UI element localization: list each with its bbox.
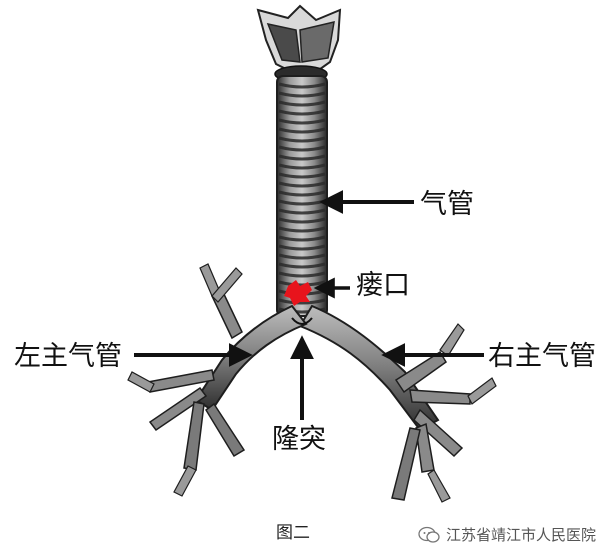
- watermark-text: 江苏省靖江市人民医院: [446, 526, 597, 544]
- trachea-ring: [278, 271, 326, 278]
- right-main-bronchus: [298, 304, 497, 503]
- carina-fork: [291, 317, 313, 325]
- trachea-ring: [278, 145, 326, 152]
- trachea-ring: [278, 127, 326, 134]
- larynx: [256, 4, 342, 83]
- trachea-ring: [278, 163, 326, 170]
- label-trachea: 气管: [420, 189, 474, 220]
- left-main-bronchus: [127, 263, 308, 497]
- trachea-ring: [278, 217, 326, 224]
- trachea-ring: [278, 136, 326, 143]
- watermark: 江苏省靖江市人民医院: [418, 524, 596, 545]
- trachea-ring: [278, 91, 326, 98]
- trachea-ring: [278, 262, 326, 269]
- trachea-ring: [278, 154, 326, 161]
- trachea-ring: [278, 298, 326, 305]
- trachea-ring: [278, 100, 326, 107]
- label-left-main-bronchus: 左主气管: [14, 341, 122, 372]
- pointer-arrows: [134, 190, 484, 420]
- trachea-ring: [278, 181, 326, 188]
- trachea-ring: [278, 118, 326, 125]
- trachea-ring: [278, 244, 326, 251]
- trachea-ring: [278, 82, 326, 89]
- trachea: [276, 75, 328, 317]
- label-carina: 隆突: [272, 424, 326, 455]
- figure-caption: 图二: [276, 523, 310, 543]
- label-right-main-bronchus: 右主气管: [488, 341, 596, 372]
- trachea-ring: [278, 109, 326, 116]
- label-fistula: 瘘口: [356, 270, 410, 301]
- fistula-mark: [284, 280, 312, 306]
- trachea-ring: [278, 172, 326, 179]
- wechat-icon: [418, 526, 440, 543]
- trachea-ring: [278, 253, 326, 260]
- trachea-ring: [278, 226, 326, 233]
- trachea-ring: [278, 235, 326, 242]
